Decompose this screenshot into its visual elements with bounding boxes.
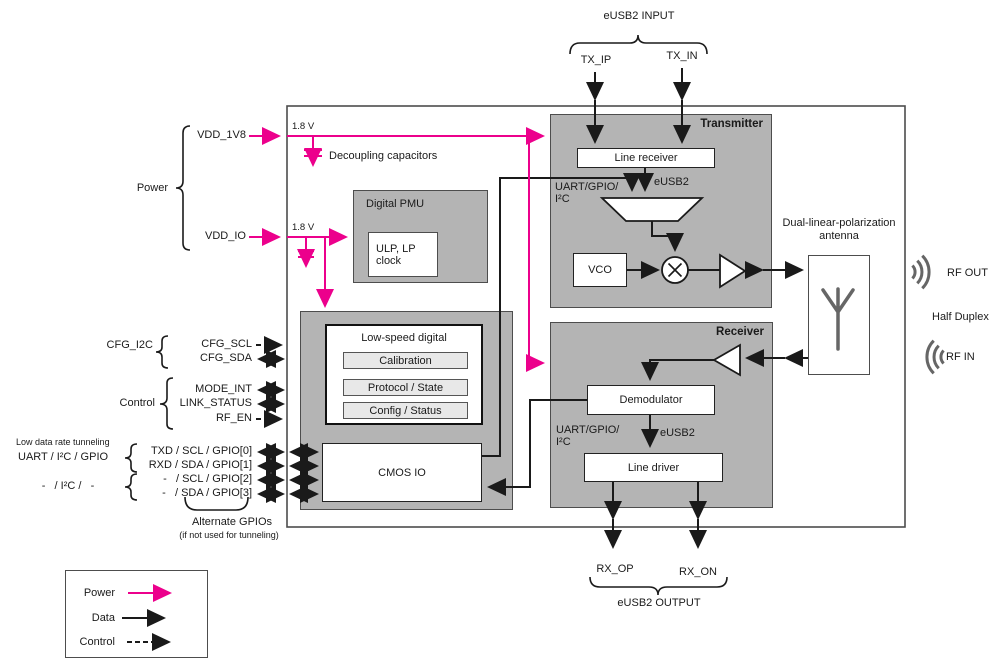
cfg-scl-pin: CFG_SCL: [201, 338, 252, 350]
uart-group-label: UART / I²C / GPIO: [18, 451, 109, 463]
line-driver-box: Line driver: [584, 453, 723, 482]
vdd-io-voltage: 1.8 V: [292, 222, 315, 233]
tunnel-note: Low data rate tunneling: [16, 437, 110, 447]
rf-in-label: RF IN: [946, 351, 975, 363]
ulp-clock-label: ULP, LP clock: [376, 242, 416, 267]
decoupling-cap-1: [304, 137, 322, 157]
calibration-label: Calibration: [379, 354, 432, 367]
line-driver-label: Line driver: [627, 461, 680, 474]
gpio3-pin: - / SDA / GPIO[3]: [162, 487, 252, 499]
alt-gpio-note: (if not used for tunneling): [179, 530, 279, 540]
ulp-clock-box: ULP, LP clock: [368, 232, 438, 277]
vco-box: VCO: [573, 253, 627, 287]
legend-data-label: Data: [91, 612, 115, 624]
vdd-1v8-pin: VDD_1V8: [197, 129, 246, 141]
receiver-title: Receiver: [716, 326, 764, 338]
vdd-1v8-voltage: 1.8 V: [292, 121, 315, 132]
alt-gpio-label: Alternate GPIOs: [191, 516, 273, 528]
rx-uart-label: UART/GPIO/ I²C: [556, 424, 620, 448]
demodulator-label: Demodulator: [619, 394, 683, 406]
tx-in-label: TX_IN: [666, 50, 698, 62]
decoupling-caps-label: Decoupling capacitors: [329, 150, 438, 162]
rf-out-label: RF OUT: [947, 267, 988, 279]
cfg-i2c-group-label: CFG_I2C: [106, 339, 153, 351]
line-receiver-label: Line receiver: [614, 152, 678, 164]
rf-en-pin: RF_EN: [215, 412, 252, 424]
rx-op-label: RX_OP: [596, 563, 634, 575]
legend-control-label: Control: [79, 636, 115, 648]
cmos-io-box: CMOS IO: [322, 443, 482, 502]
rf-out-waves-icon: [911, 254, 931, 290]
demodulator-box: Demodulator: [587, 385, 715, 415]
control-group-label: Control: [119, 397, 155, 409]
half-duplex-label: Half Duplex: [932, 311, 989, 323]
cfg-brace: [155, 335, 169, 369]
cmos-io-label: CMOS IO: [378, 466, 426, 479]
rf-in-waves-icon: [925, 339, 945, 375]
wire-vdd1v8-branch-rx: [526, 136, 545, 372]
antenna-caption: Dual-linear-polarization antenna: [782, 217, 896, 242]
antenna-box: [808, 255, 870, 375]
legend-power-label: Power: [83, 587, 115, 599]
protocol-state-label: Protocol / State: [367, 381, 444, 394]
rx-on-label: RX_ON: [679, 566, 717, 578]
calibration-box: Calibration: [343, 352, 468, 369]
vco-label: VCO: [588, 264, 612, 276]
eusb2-output-brace: [589, 576, 728, 596]
gpio0-pin: TXD / SCL / GPIO[0]: [150, 445, 252, 457]
gpio1-pin: RXD / SDA / GPIO[1]: [148, 459, 252, 471]
protocol-state-box: Protocol / State: [343, 379, 468, 396]
config-status-label: Config / Status: [369, 404, 442, 417]
tx-uart-label: UART/GPIO/ I²C: [555, 181, 619, 205]
line-receiver-box: Line receiver: [577, 148, 715, 168]
power-group-label: Power: [136, 182, 168, 194]
tx-ip-label: TX_IP: [580, 54, 612, 66]
config-status-box: Config / Status: [343, 402, 468, 419]
decoupling-cap-2: [298, 238, 314, 258]
eusb2-output-label: eUSB2 OUTPUT: [617, 597, 701, 609]
cfg-sda-pin: CFG_SDA: [200, 352, 252, 364]
link-status-pin: LINK_STATUS: [179, 397, 252, 409]
gpio2-pin: - / SCL / GPIO[2]: [163, 473, 252, 485]
digital-pmu-title: Digital PMU: [366, 198, 425, 210]
tx-eusb2-label: eUSB2: [654, 176, 689, 188]
i2c-group-label: - / I²C / -: [41, 480, 95, 492]
low-speed-digital-title: Low-speed digital: [361, 332, 447, 344]
vdd-io-pin: VDD_IO: [205, 230, 246, 242]
transmitter-title: Transmitter: [700, 118, 763, 130]
rx-eusb2-label: eUSB2: [660, 427, 695, 439]
eusb2-input-label: eUSB2 INPUT: [603, 10, 675, 22]
legend-box: [65, 570, 208, 658]
mode-int-pin: MODE_INT: [195, 383, 252, 395]
